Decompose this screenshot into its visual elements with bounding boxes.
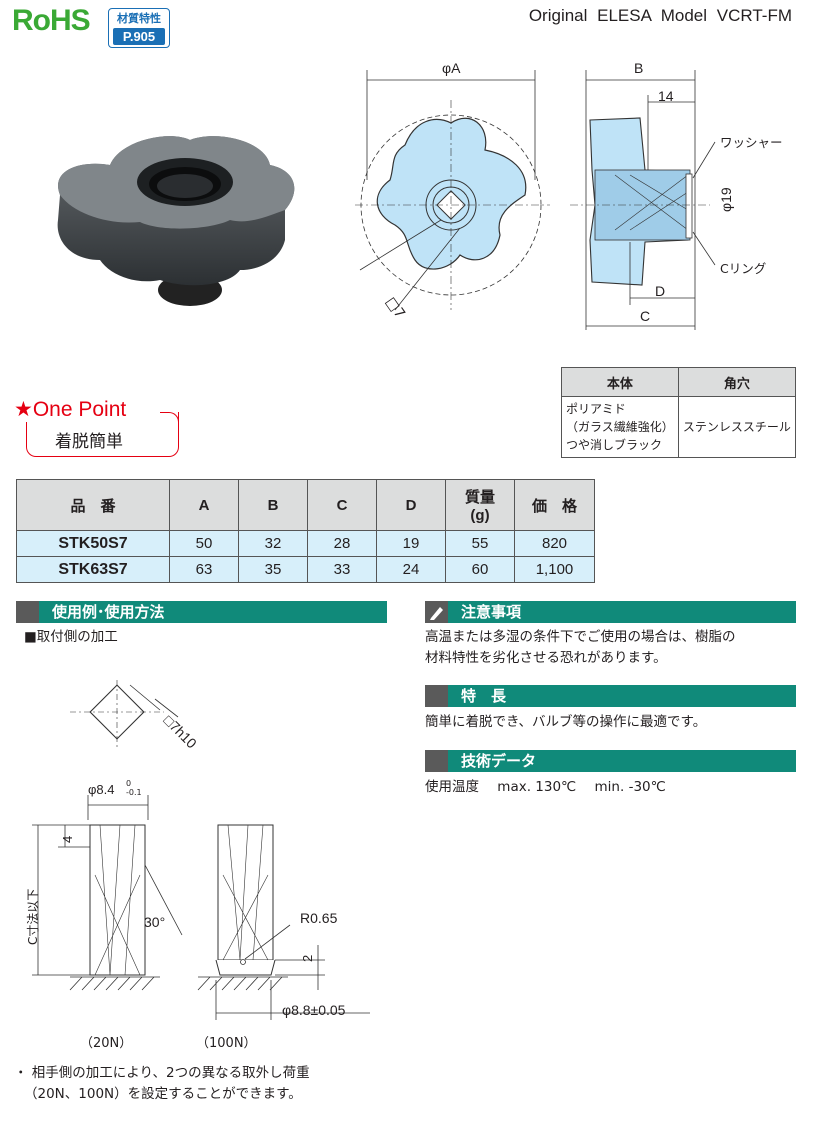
- dim-14: 14: [658, 88, 674, 104]
- square-hole-drawing: [70, 680, 179, 747]
- front-view-drawing: [355, 70, 550, 311]
- label-washer: ワッシャー: [720, 135, 783, 150]
- section-marker: [425, 601, 448, 623]
- label-oring: Cリング: [720, 261, 767, 276]
- tol-upper: 0: [126, 779, 132, 788]
- model-title: Original ELESA Model VCRT-FM: [528, 6, 792, 25]
- tech-section-header: 技術データ: [425, 750, 796, 772]
- cell-C: 33: [307, 556, 377, 583]
- section-marker: [425, 685, 448, 707]
- shaft-drawings: [32, 795, 370, 1020]
- dim-c-max: C寸法以下: [26, 888, 40, 945]
- rohs-logo: RoHS: [12, 4, 91, 38]
- spec-table: 品 番 A B C D 質量(g) 価 格 STK50S7 50 32 28 1…: [16, 479, 595, 583]
- cell-part: STK50S7: [16, 530, 170, 557]
- one-point-text: 着脱簡単: [55, 432, 123, 452]
- dim-2: 2: [300, 954, 315, 962]
- tech-max: max. 130℃: [497, 779, 577, 795]
- cell-A: 63: [169, 556, 239, 583]
- mat-body-line: （ガラス繊維強化）: [566, 420, 674, 434]
- section-marker: [425, 750, 448, 772]
- one-point-box: [26, 412, 179, 457]
- tolerance: 0-0.1: [126, 779, 142, 797]
- feature-section-header: 特 長: [425, 685, 796, 707]
- label-20n: （20N）: [80, 1036, 133, 1051]
- side-view-drawing: [570, 70, 716, 330]
- badge-page: P.905: [113, 28, 165, 45]
- cell-mass: 60: [445, 556, 515, 583]
- tech-min: min. -30℃: [594, 779, 666, 795]
- dim-r065: R0.65: [300, 910, 338, 926]
- tol-lower: -0.1: [126, 788, 142, 797]
- dim-phi84: φ8.4: [88, 782, 115, 797]
- spec-header-row: 品 番 A B C D 質量(g) 価 格: [16, 479, 595, 531]
- tech-title: 技術データ: [461, 752, 537, 770]
- col-A: A: [169, 479, 239, 531]
- cell-part: STK63S7: [16, 556, 170, 583]
- cell-B: 32: [238, 530, 308, 557]
- col-D: D: [376, 479, 446, 531]
- dim-B: B: [634, 60, 644, 76]
- col-C: C: [307, 479, 377, 531]
- dim-D: D: [655, 283, 666, 299]
- feature-title: 特 長: [461, 687, 507, 705]
- table-row[interactable]: STK63S7 63 35 33 24 60 1,100: [16, 556, 595, 583]
- dim-C: C: [640, 308, 651, 324]
- badge-label: 材質特性: [117, 12, 161, 25]
- usage-note-line1: ・ 相手側の加工により、2つの異なる取外し荷重: [14, 1065, 310, 1081]
- tech-label: 使用温度: [425, 779, 479, 795]
- cell-mass: 55: [445, 530, 515, 557]
- cell-D: 24: [376, 556, 446, 583]
- col-mass-label: 質量: [464, 489, 495, 506]
- mat-body-line: つや消しブラック: [566, 438, 663, 452]
- usage-note-line2: （20N、100N）を設定することができます。: [24, 1086, 302, 1102]
- section-marker: [16, 601, 39, 623]
- cell-D: 19: [376, 530, 446, 557]
- caution-line1: 高温または多湿の条件下でご使用の場合は、樹脂の: [425, 629, 736, 645]
- usage-section-header: 使用例･使用方法: [16, 601, 387, 623]
- mat-body-cell: ポリアミド （ガラス繊維強化） つや消しブラック: [561, 396, 679, 458]
- cell-price: 820: [514, 530, 595, 557]
- caution-line2: 材料特性を劣化させる恐れがあります。: [425, 650, 667, 666]
- cell-C: 28: [307, 530, 377, 557]
- caution-title: 注意事項: [461, 603, 522, 621]
- usage-subtitle: ■取付側の加工: [24, 629, 118, 645]
- mat-header-hole: 角穴: [677, 367, 797, 397]
- col-mass: 質量(g): [445, 479, 515, 531]
- tech-row: 使用温度 max. 130℃ min. -30℃: [425, 777, 666, 798]
- dim-4: 4: [60, 835, 75, 843]
- dim-phi19: φ19: [718, 187, 734, 212]
- one-point-title: ★One Point: [14, 397, 131, 422]
- col-B: B: [238, 479, 308, 531]
- material-table: 本体 角穴 ポリアミド （ガラス繊維強化） つや消しブラック ステンレススチール: [561, 367, 797, 458]
- cell-B: 35: [238, 556, 308, 583]
- rohs-text: RoHS: [12, 4, 91, 37]
- dim-phi88: φ8.8±0.05: [282, 1002, 346, 1018]
- dim-30deg: 30°: [144, 914, 166, 930]
- pen-icon: [430, 607, 443, 620]
- col-price: 価 格: [514, 479, 595, 531]
- feature-text: 簡単に着脱でき、バルブ等の操作に最適です。: [425, 714, 707, 730]
- col-part: 品 番: [16, 479, 170, 531]
- cell-A: 50: [169, 530, 239, 557]
- dim-phiA: φA: [442, 60, 461, 76]
- product-photo: [57, 136, 295, 306]
- col-mass-unit: (g): [470, 507, 490, 524]
- mat-hole-cell: ステンレススチール: [677, 396, 797, 458]
- label-100n: （100N）: [196, 1036, 257, 1051]
- mat-header-body: 本体: [561, 367, 679, 397]
- caution-section-header: 注意事項: [425, 601, 796, 623]
- usage-title: 使用例･使用方法: [52, 603, 165, 621]
- cell-price: 1,100: [514, 556, 595, 583]
- material-badge[interactable]: 材質特性 P.905: [108, 8, 170, 48]
- mat-body-line: ポリアミド: [566, 402, 626, 416]
- table-row[interactable]: STK50S7 50 32 28 19 55 820: [16, 530, 595, 557]
